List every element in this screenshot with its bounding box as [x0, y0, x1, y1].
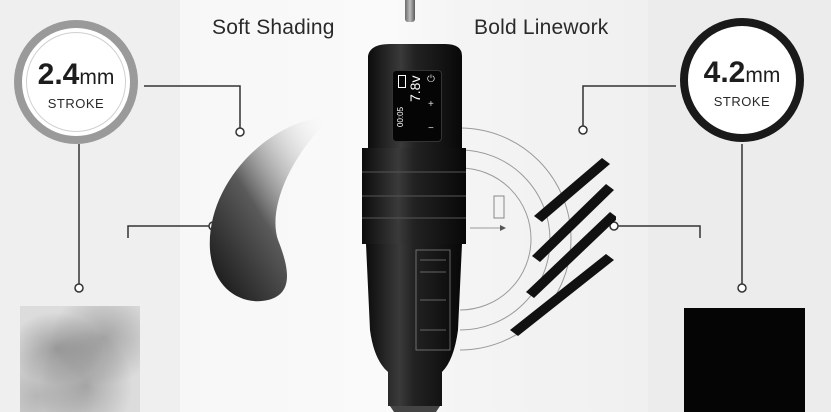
bold-linework-heading: Bold Linework [474, 16, 609, 39]
badge-inner-ring [26, 32, 126, 132]
stroke-badge-soft: 2.4mm STROKE [14, 20, 138, 144]
battery-icon [398, 75, 406, 88]
stroke-size-value: 4.2 [703, 56, 746, 89]
stroke-label: STROKE [47, 96, 105, 111]
power-icon[interactable]: ⏻ [427, 74, 435, 85]
stroke-size-unit: mm [79, 66, 115, 89]
minus-icon[interactable]: − [428, 123, 434, 134]
stroke-size: 2.4mm [22, 58, 130, 92]
pen-needle [405, 0, 415, 22]
plus-icon[interactable]: + [428, 99, 434, 110]
pen-display: ⏻ + − 7.8v 00:05 [392, 70, 442, 142]
bold-linework-sample [684, 308, 805, 412]
tattoo-pen [362, 44, 466, 412]
stroke-badge-bold: 4.2mm STROKE [680, 18, 804, 142]
soft-shading-stroke [209, 118, 328, 302]
voltage-readout: 7.8v [407, 75, 423, 102]
stroke-size-unit: mm [745, 64, 781, 87]
bold-linework-stripes [510, 158, 616, 336]
soft-shading-sample [20, 306, 140, 412]
timer-readout: 00:05 [396, 106, 405, 127]
soft-shading-heading: Soft Shading [212, 16, 335, 39]
stroke-size: 4.2mm [688, 56, 796, 90]
stroke-size-value: 2.4 [37, 58, 80, 91]
stroke-label: STROKE [713, 94, 771, 109]
